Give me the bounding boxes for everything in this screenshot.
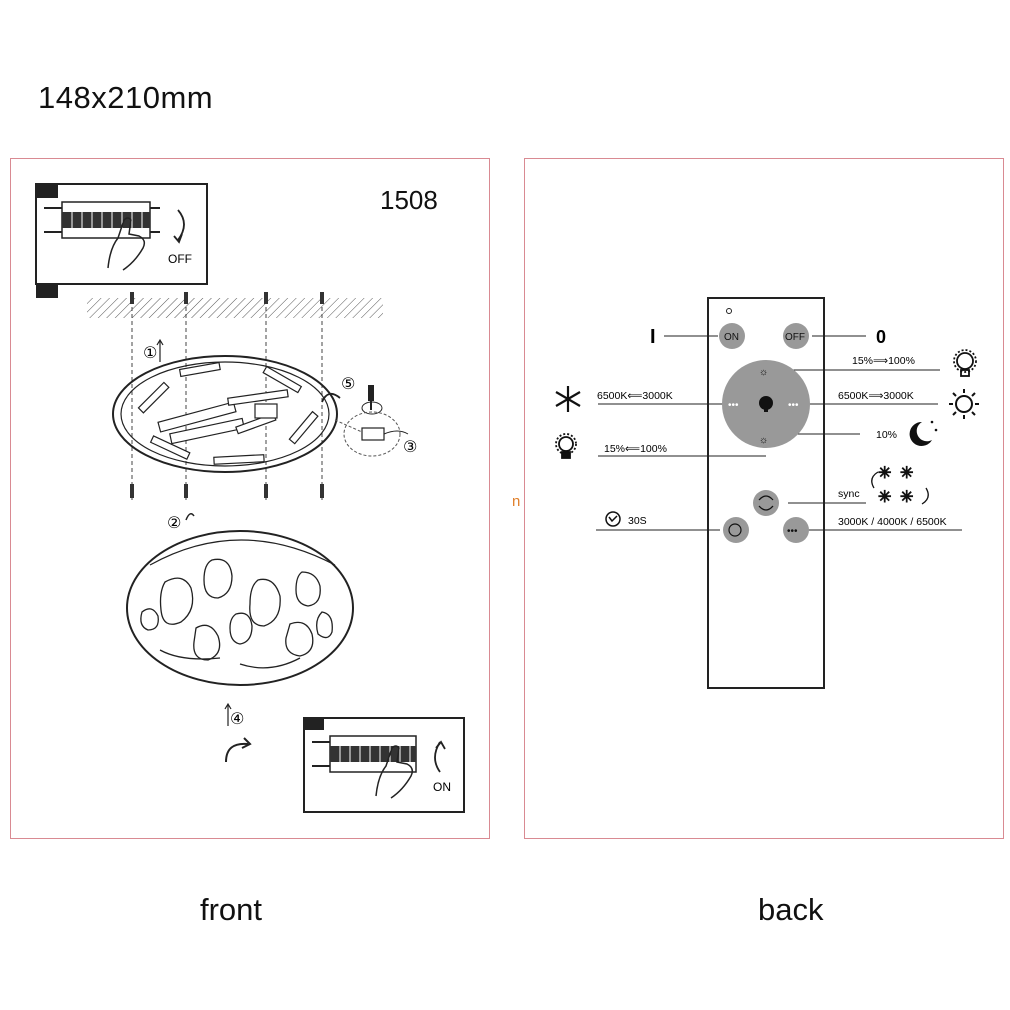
rotate-arrow-icon (177, 209, 185, 241)
snowflake-icon (555, 386, 581, 412)
step-3: ③ (403, 439, 417, 456)
sync-label: sync (838, 488, 860, 500)
terminal-block-icon (312, 735, 417, 773)
base-plate (112, 355, 338, 473)
brightness-up-label: 15%⟹100% (852, 355, 915, 367)
step-1: ① (143, 345, 157, 362)
diffuser-cover (126, 530, 354, 686)
night-label: 10% (876, 429, 897, 441)
off-label: OFF (168, 252, 192, 266)
step-5: ⑤ (341, 376, 355, 393)
sync-icon: ✳ ✳ ✳ ✳ (871, 465, 929, 507)
sun-icon (949, 389, 979, 419)
svg-text:✳: ✳ (900, 465, 913, 482)
svg-text:✳: ✳ (900, 489, 913, 506)
back-panel (524, 158, 1004, 839)
svg-text:✳: ✳ (878, 489, 891, 506)
svg-text:✳: ✳ (878, 465, 891, 482)
cct-label: 3000K / 4000K / 6500K (838, 516, 947, 528)
on-button-label: ON (724, 332, 739, 343)
sync-icon (758, 495, 774, 511)
sun-small-icon: ☼ (759, 435, 768, 446)
model-number: 1508 (380, 185, 438, 215)
step-2: ② (167, 515, 181, 532)
back-caption: back (758, 892, 824, 927)
stray-mark: n (512, 493, 521, 510)
warm-label: 6500K⟹3000K (838, 390, 914, 402)
inset-off (35, 183, 208, 298)
front-panel (10, 158, 490, 839)
power-on-symbol: I (650, 326, 656, 348)
drill-guide-lines (131, 300, 323, 500)
on-label: ON (433, 780, 451, 794)
timer-icon (728, 523, 742, 537)
page-size-title: 148x210mm (38, 80, 214, 115)
step-4: ④ (230, 711, 244, 728)
bulb-icon (953, 349, 977, 377)
off-button-label: OFF (785, 332, 805, 343)
cct-button[interactable] (783, 517, 809, 543)
ceiling-hatch (87, 298, 383, 318)
rotate-arrow-icon (225, 742, 249, 763)
power-off-symbol: 0 (876, 327, 886, 347)
screw-icons (130, 292, 324, 498)
led-indicator (726, 308, 732, 314)
brightness-down-label: 15%⟸100% (604, 443, 667, 455)
on-button[interactable] (719, 323, 745, 349)
sync-button[interactable] (753, 490, 779, 516)
hand-icon (375, 745, 414, 799)
front-caption: front (200, 892, 263, 927)
dots-left-icon: ••• (728, 400, 739, 411)
hand-icon (107, 217, 146, 271)
terminal-block-icon (44, 201, 160, 239)
sun-small-icon: ☼ (759, 367, 768, 378)
dots-right-icon: ••• (788, 400, 799, 411)
inset-on (303, 717, 465, 813)
screwdriver-icon (361, 385, 383, 415)
off-button[interactable] (783, 323, 809, 349)
remote-control: ☼ ☼ ••• ••• ••• (596, 297, 962, 689)
connector-detail (334, 411, 409, 457)
timer-label: 30S (628, 515, 647, 527)
rotate-arrow-icon (321, 392, 341, 403)
bulb-icon (555, 433, 577, 459)
cold-label: 6500K⟸3000K (597, 390, 673, 402)
dots-icon: ••• (787, 526, 798, 537)
moon-icon (909, 420, 938, 446)
timer-button[interactable] (723, 517, 749, 543)
timer-icon (605, 511, 621, 527)
